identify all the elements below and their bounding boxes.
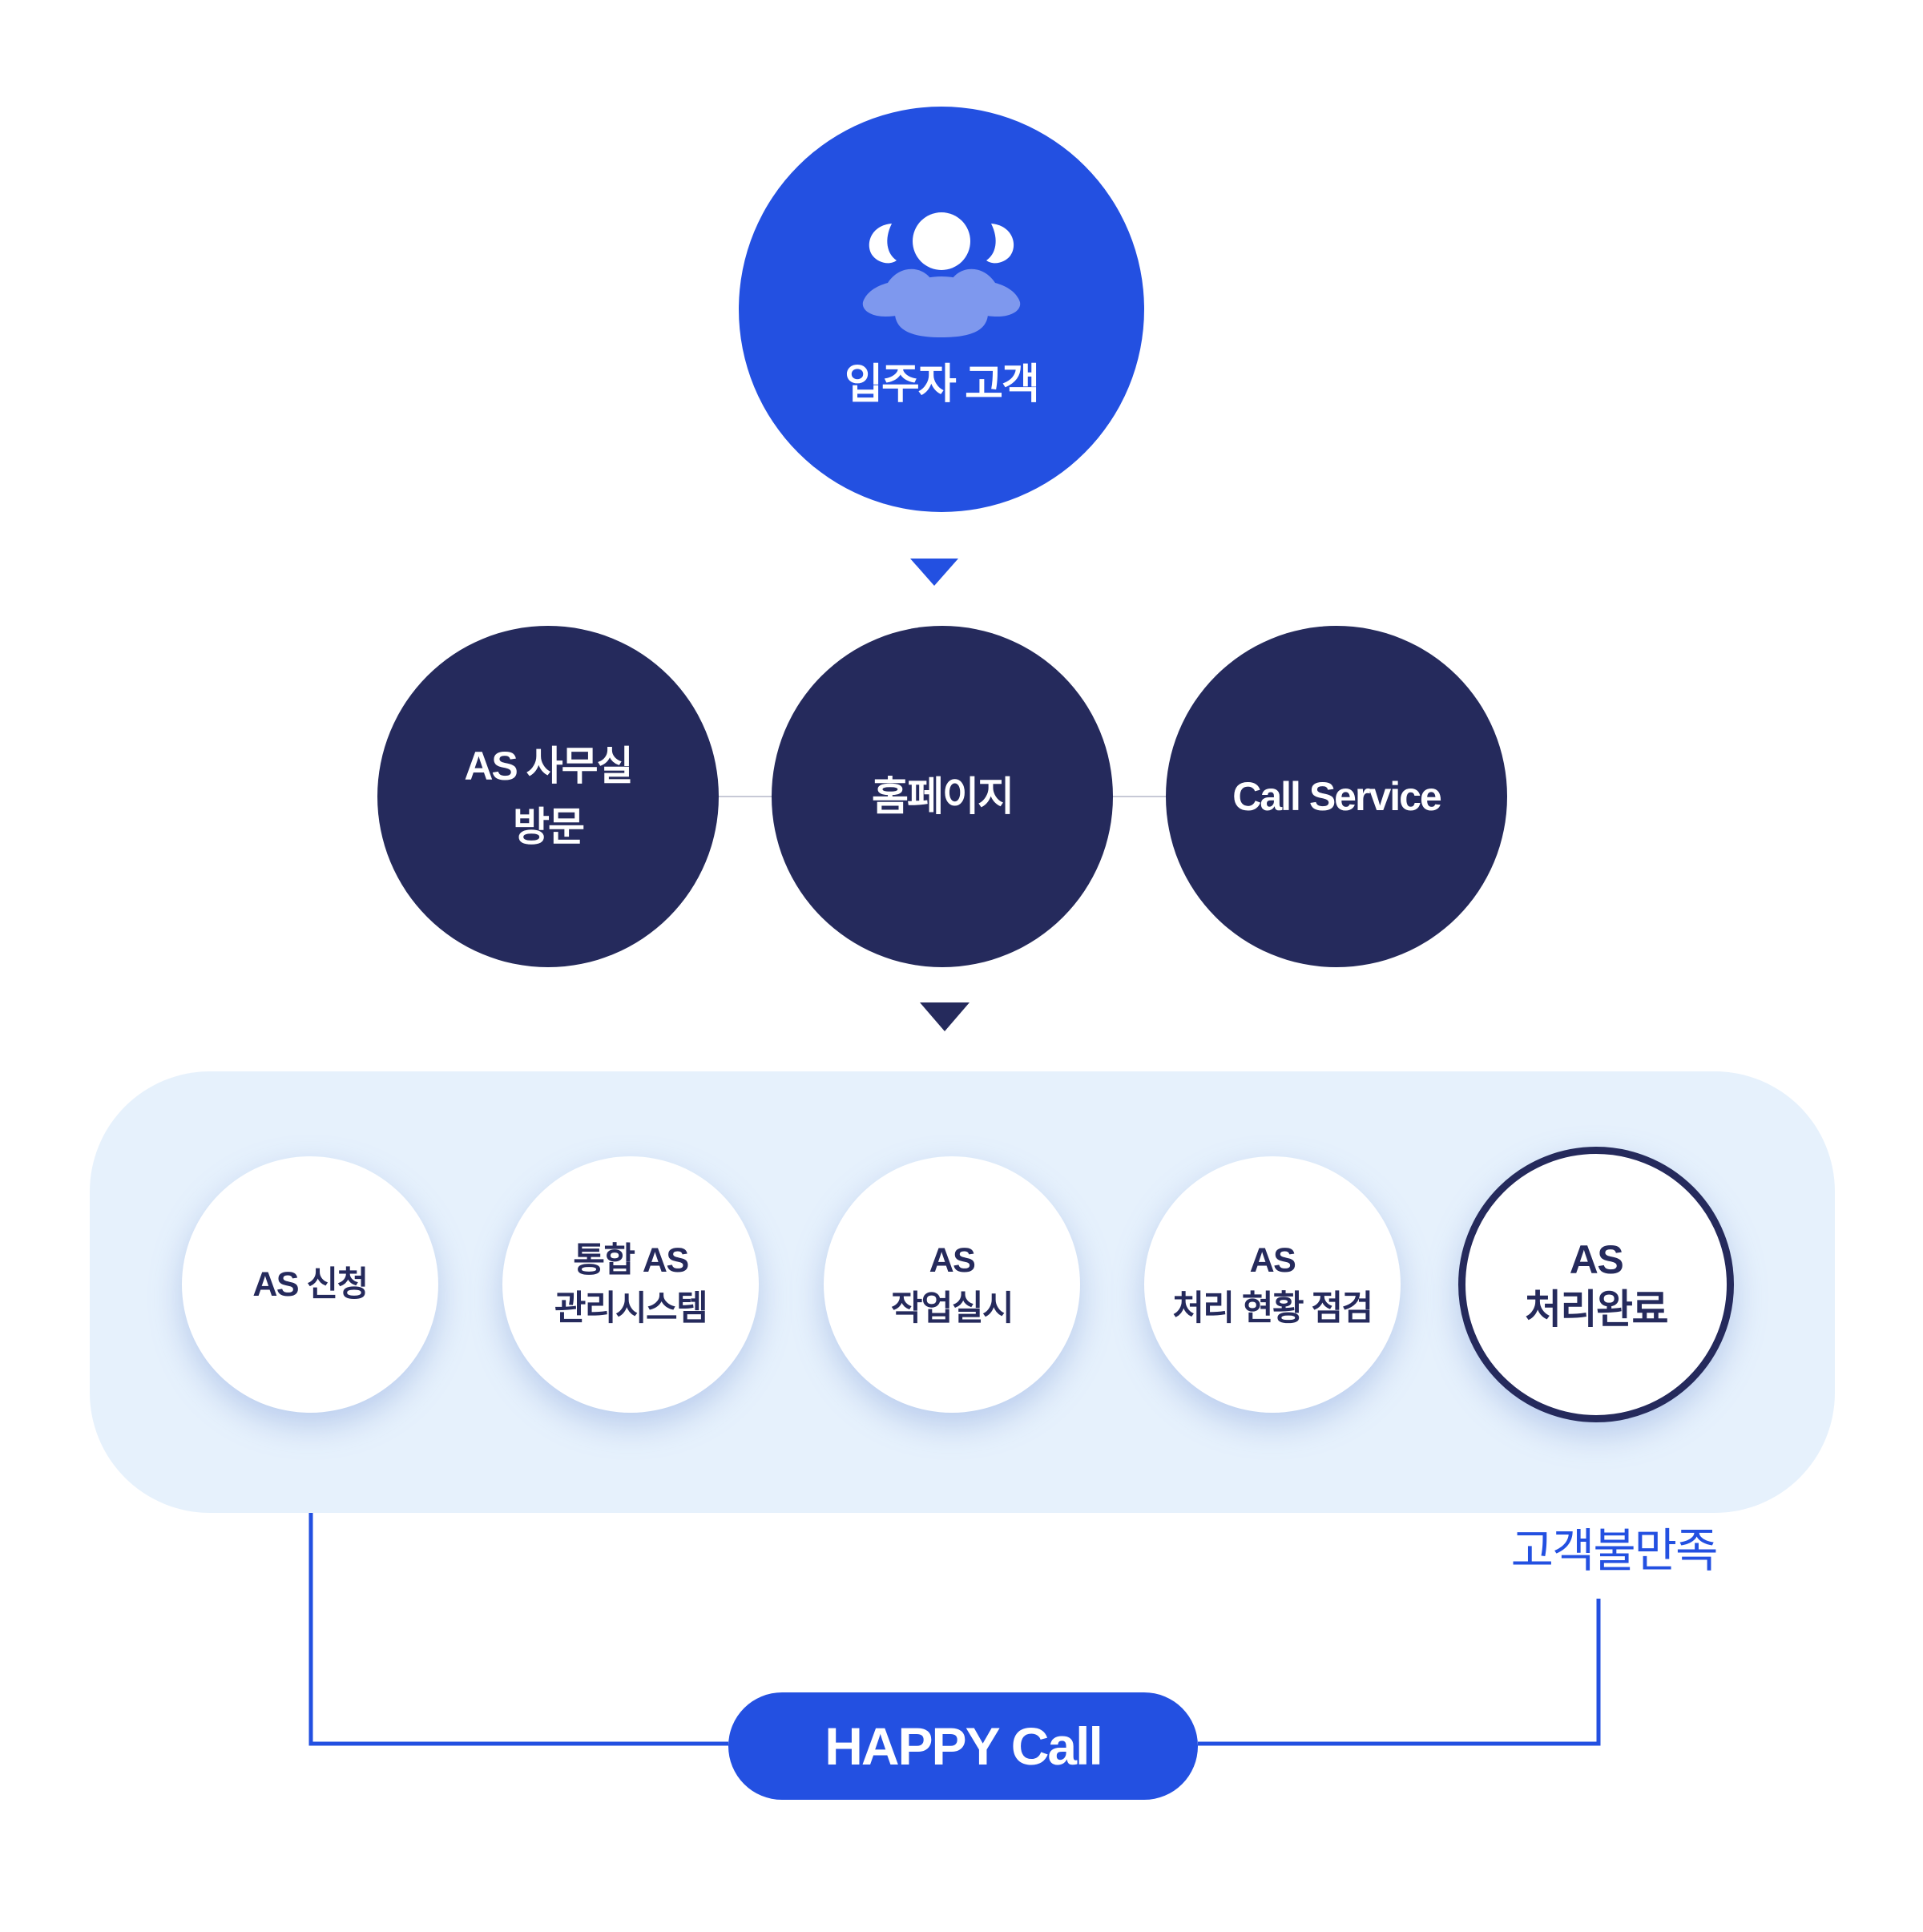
step-1-line-1: AS 신청 [252,1265,369,1304]
customer-label: 입주자 고객 [845,361,1040,408]
channel-call-service: Call Service [1166,626,1507,967]
loop-line-left [308,1479,728,1746]
channel-visit-line-1: AS 사무실 [464,744,633,789]
step-integrated-system: 통합 AS 관리시스템 [502,1156,759,1413]
happy-call-label: HAPPY Call [824,1716,1103,1776]
step-2-line-1: 통합 AS [573,1241,689,1280]
step-status-check: AS 처리 현황 점검 [1144,1156,1401,1413]
channel-connector-left [718,796,774,797]
step-4-line-1: AS [1249,1241,1296,1280]
step-5-line-2: 처리완료 [1525,1287,1669,1332]
channel-homepage: 홈페이지 [772,626,1113,967]
channel-visit-line-2: 방문 [513,805,585,849]
step-5-line-1: AS [1569,1237,1624,1282]
channel-as-office-visit: AS 사무실 방문 [377,626,719,967]
step-as-request: AS 신청 [182,1156,438,1413]
channel-homepage-label: 홈페이지 [872,774,1014,819]
loop-line-right [1198,1599,1601,1746]
step-2-line-2: 관리시스템 [554,1289,708,1328]
arrow-down-channels [920,1002,970,1031]
step-as-work: AS 작업실시 [824,1156,1080,1413]
step-3-line-2: 작업실시 [890,1289,1014,1328]
step-3-line-1: AS [929,1241,976,1280]
arrow-down-customer [910,559,958,586]
dissatisfaction-label: 고객불만족 [1510,1525,1719,1577]
customer-node: 입주자 고객 [739,107,1144,512]
users-group-icon [862,212,1021,337]
channel-connector-right [1112,796,1168,797]
step-as-complete: AS 처리완료 [1458,1147,1734,1422]
channel-call-label: Call Service [1232,774,1442,819]
step-4-line-2: 처리 현황 점검 [1172,1289,1373,1328]
happy-call-pill: HAPPY Call [728,1692,1198,1800]
